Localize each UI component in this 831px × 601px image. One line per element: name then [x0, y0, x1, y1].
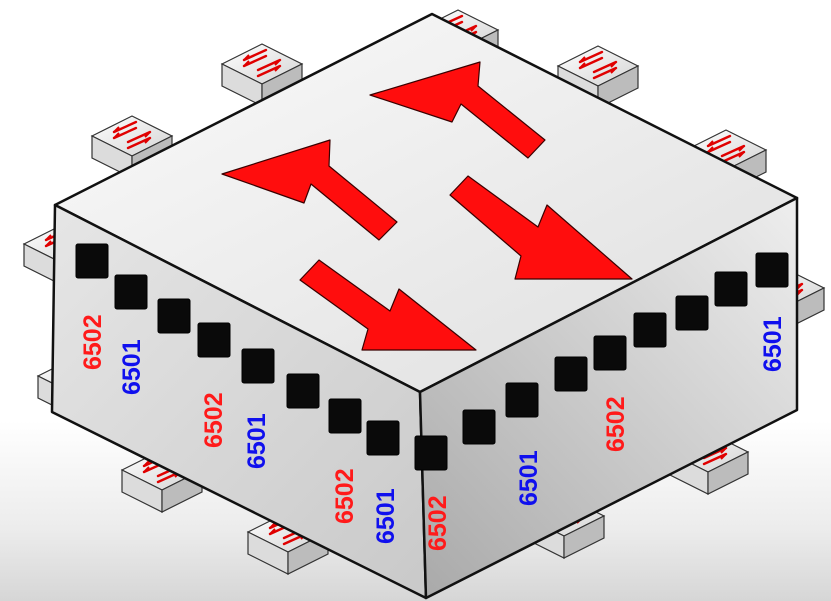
port-icon	[157, 298, 191, 334]
ports	[75, 243, 789, 471]
port-label: 6502	[424, 495, 452, 551]
port-icon	[75, 243, 109, 279]
port-label: 6502	[79, 314, 107, 370]
port-icon	[714, 271, 748, 307]
arrow-icon	[449, 175, 633, 280]
port-labels: 6502 6501 6502 6501 6502 6501 6502 6501 …	[79, 314, 787, 551]
port-icon	[241, 348, 275, 384]
port-label: 6502	[602, 396, 630, 452]
port-icon	[328, 398, 362, 434]
traffic-arrows	[221, 61, 633, 351]
port-icon	[197, 322, 231, 358]
port-icon	[593, 335, 627, 371]
port-icon	[366, 420, 400, 456]
port-label: 6501	[118, 339, 146, 395]
port-icon	[505, 382, 539, 418]
arrow-icon	[299, 259, 477, 351]
port-label: 6501	[515, 450, 543, 506]
port-icon	[755, 252, 789, 288]
port-label: 6502	[331, 468, 359, 524]
port-label: 6502	[200, 392, 228, 448]
port-icon	[462, 409, 496, 445]
port-icon	[675, 295, 709, 331]
port-icon	[554, 356, 588, 392]
port-label: 6501	[372, 488, 400, 544]
port-icon	[286, 373, 320, 409]
port-label: 6501	[759, 316, 787, 372]
port-icon	[633, 312, 667, 348]
port-icon	[414, 435, 448, 471]
arrow-icon	[221, 139, 398, 241]
arrow-icon	[369, 61, 546, 159]
port-label: 6501	[243, 413, 271, 469]
port-icon	[114, 274, 148, 310]
